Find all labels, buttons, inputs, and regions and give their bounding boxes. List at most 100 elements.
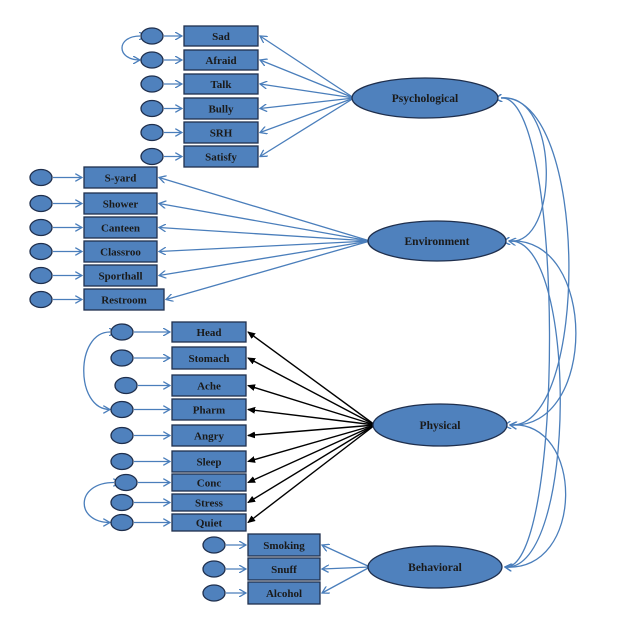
- indicator-label: Sad: [212, 31, 230, 43]
- latent-label: Behavioral: [408, 562, 462, 574]
- indicator-label: Stress: [195, 498, 224, 510]
- error-term-talk[interactable]: [140, 75, 164, 93]
- error-ellipse: [140, 27, 164, 45]
- indicator-box: [171, 374, 247, 397]
- indicator-label: Pharm: [193, 405, 225, 417]
- indicator-box: [247, 557, 321, 581]
- error-term-afraid[interactable]: [140, 51, 164, 69]
- indicator-srh[interactable]: SRH: [183, 121, 259, 144]
- error-term-smoking[interactable]: [202, 536, 226, 554]
- indicator-stomach[interactable]: Stomach: [171, 346, 247, 370]
- indicator-label: Ache: [197, 381, 221, 393]
- error-term-stomach[interactable]: [110, 349, 134, 367]
- indicator-talk[interactable]: Talk: [183, 73, 259, 95]
- loading-arrow-classroo: [159, 240, 371, 252]
- indicator-angry[interactable]: Angry: [171, 424, 247, 447]
- error-term-ache[interactable]: [114, 376, 138, 395]
- indicator-bully[interactable]: Bully: [183, 97, 259, 120]
- error-term-head[interactable]: [110, 323, 134, 341]
- factor-covariance-psychological-behavioral: [501, 98, 551, 567]
- latent-factor-physical[interactable]: Physical: [372, 403, 508, 447]
- error-ellipse: [140, 51, 164, 69]
- indicator-stress[interactable]: Stress: [171, 493, 247, 512]
- indicator-label: Angry: [194, 431, 224, 443]
- error-term-pharm[interactable]: [110, 400, 134, 419]
- error-term-stress[interactable]: [110, 493, 134, 512]
- indicator-classroo[interactable]: Classroo: [83, 240, 158, 263]
- indicator-label: Classroo: [100, 247, 141, 259]
- indicator-box: [83, 216, 158, 239]
- loading-arrow-conc: [248, 424, 376, 484]
- error-term-s-yard[interactable]: [29, 168, 53, 187]
- indicator-box: [183, 121, 259, 144]
- indicator-box: [183, 97, 259, 120]
- latent-factor-environment[interactable]: Environment: [367, 220, 507, 262]
- indicator-sad[interactable]: Sad: [183, 25, 259, 47]
- indicator-quiet[interactable]: Quiet: [171, 513, 247, 532]
- error-term-restroom[interactable]: [29, 290, 53, 309]
- error-term-canteen[interactable]: [29, 218, 53, 237]
- error-term-conc[interactable]: [114, 473, 138, 492]
- error-term-alcohol[interactable]: [202, 584, 226, 602]
- loading-arrow-stress: [248, 424, 376, 504]
- loading-arrow-sporthall: [159, 240, 371, 276]
- error-term-classroo[interactable]: [29, 242, 53, 261]
- indicator-head[interactable]: Head: [171, 321, 247, 343]
- error-term-sporthall[interactable]: [29, 266, 53, 285]
- error-ellipse: [29, 218, 53, 237]
- error-term-srh[interactable]: [140, 123, 164, 142]
- latent-factor-behavioral[interactable]: Behavioral: [367, 545, 503, 589]
- error-term-bully[interactable]: [140, 99, 164, 118]
- latent-factor-psychological[interactable]: Psychological: [351, 77, 499, 119]
- latent-ellipse: [351, 77, 499, 119]
- indicator-restroom[interactable]: Restroom: [83, 288, 165, 311]
- indicator-conc[interactable]: Conc: [171, 473, 247, 492]
- indicator-snuff[interactable]: Snuff: [247, 557, 321, 581]
- error-term-quiet[interactable]: [110, 513, 134, 532]
- loading-arrow-restroom: [166, 240, 371, 300]
- error-term-shower[interactable]: [29, 194, 53, 213]
- error-term-sad[interactable]: [140, 27, 164, 45]
- indicator-ache[interactable]: Ache: [171, 374, 247, 397]
- loading-arrow-quiet: [248, 424, 376, 523]
- indicator-satisfy[interactable]: Satisfy: [183, 145, 259, 168]
- loading-arrow-snuff: [322, 567, 371, 569]
- indicator-box: [83, 166, 158, 189]
- indicator-label: Talk: [210, 79, 232, 91]
- loading-arrow-talk: [260, 84, 355, 99]
- error-term-satisfy[interactable]: [140, 147, 164, 166]
- indicator-label: Afraid: [205, 55, 236, 67]
- indicator-box: [171, 398, 247, 421]
- indicator-shower[interactable]: Shower: [83, 192, 158, 215]
- loading-arrow-angry: [248, 424, 376, 436]
- indicator-label: Conc: [197, 478, 222, 490]
- error-ellipse: [202, 584, 226, 602]
- error-term-snuff[interactable]: [202, 560, 226, 578]
- indicator-canteen[interactable]: Canteen: [83, 216, 158, 239]
- error-ellipse: [110, 349, 134, 367]
- error-term-angry[interactable]: [110, 426, 134, 445]
- latent-ellipse: [367, 220, 507, 262]
- loading-arrow-satisfy: [260, 97, 355, 157]
- indicator-box: [247, 533, 321, 557]
- indicator-sporthall[interactable]: Sporthall: [83, 264, 158, 287]
- indicator-label: Alcohol: [266, 588, 302, 600]
- indicator-s-yard[interactable]: S-yard: [83, 166, 158, 189]
- indicator-pharm[interactable]: Pharm: [171, 398, 247, 421]
- indicator-afraid[interactable]: Afraid: [183, 49, 259, 71]
- indicator-sleep[interactable]: Sleep: [171, 450, 247, 473]
- latent-label: Environment: [405, 236, 470, 248]
- indicator-alcohol[interactable]: Alcohol: [247, 581, 321, 605]
- loading-arrow-s-yard: [159, 178, 371, 242]
- indicator-box: [171, 321, 247, 343]
- indicator-smoking[interactable]: Smoking: [247, 533, 321, 557]
- error-covariance-head-pharm: [83, 332, 110, 410]
- indicator-label: Restroom: [101, 295, 147, 307]
- error-term-sleep[interactable]: [110, 452, 134, 471]
- latent-ellipse: [367, 545, 503, 589]
- indicator-box: [171, 424, 247, 447]
- indicator-label: SRH: [210, 128, 233, 140]
- error-ellipse: [114, 376, 138, 395]
- indicator-box: [183, 145, 259, 168]
- indicator-label: Stomach: [189, 353, 230, 365]
